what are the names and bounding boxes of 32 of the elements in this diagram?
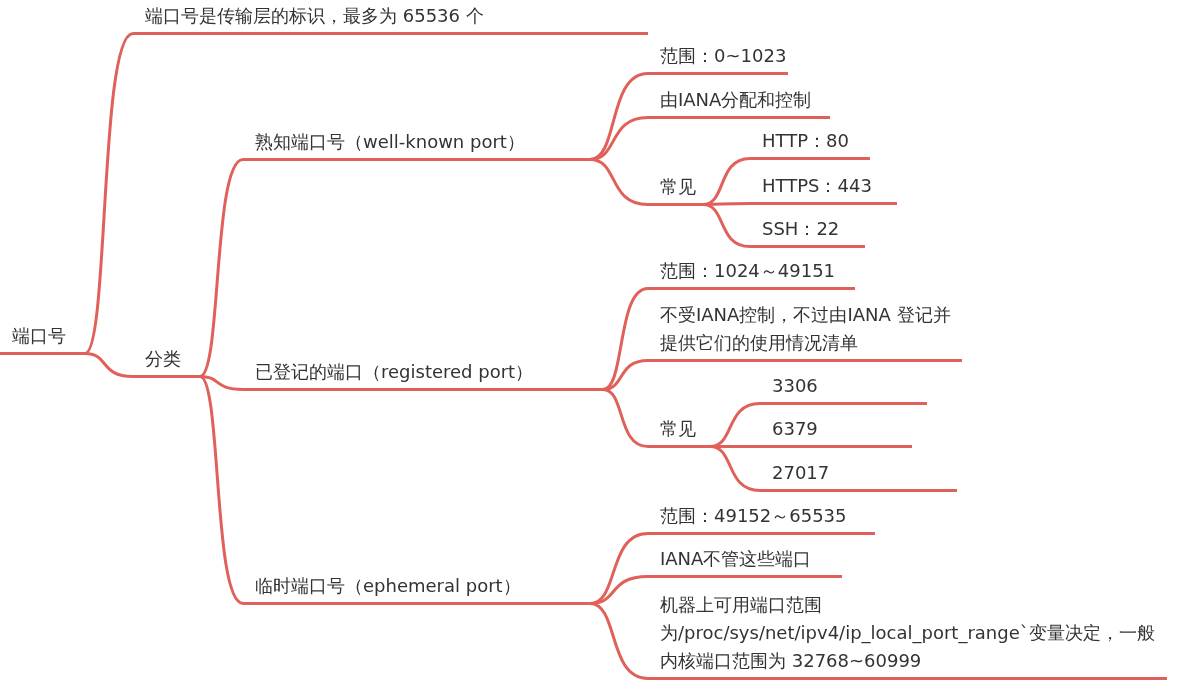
- connector: [83, 32, 134, 355]
- connector: [602, 287, 649, 391]
- connector: [602, 388, 649, 448]
- connector: [702, 203, 751, 248]
- connector: [84, 352, 134, 378]
- branch-topic: 范围：0~1023: [648, 42, 788, 75]
- branch-topic: SSH：22: [750, 215, 865, 248]
- branch-topic: HTTPS：443: [750, 172, 897, 205]
- branch-topic: 分类: [133, 345, 200, 378]
- branch-topic: 27017: [760, 459, 957, 492]
- branch-topic: 常见: [648, 173, 703, 206]
- branch-topic: 范围：1024～49151: [648, 257, 855, 290]
- branch-topic: IANA不管这些端口: [648, 545, 842, 578]
- branch-topic: 已登记的端口（registered port）: [243, 358, 603, 391]
- connector: [589, 158, 649, 206]
- branch-topic: HTTP：80: [750, 127, 870, 160]
- branch-topic: 临时端口号（ephemeral port）: [243, 572, 590, 605]
- root-topic: 端口号: [0, 322, 85, 355]
- connector: [198, 375, 244, 605]
- branch-topic: 范围：49152～65535: [648, 502, 875, 535]
- branch-topic: 机器上可用端口范围为/proc/sys/net/ipv4/ip_local_port_range`变量决定，一般内核端口范围为 32768~60999: [648, 591, 1167, 680]
- branch-topic: 不受IANA控制，不过由IANA 登记并提供它们的使用情况清单: [648, 301, 962, 362]
- connector: [199, 158, 244, 378]
- branch-topic: 常见: [648, 415, 710, 448]
- connector: [199, 375, 244, 391]
- connector: [709, 445, 761, 492]
- branch-topic: 熟知端口号（well-known port）: [243, 128, 590, 161]
- branch-topic: 3306: [760, 372, 927, 405]
- connector: [589, 602, 649, 680]
- branch-topic: 端口号是传输层的标识，最多为 65536 个: [133, 2, 648, 35]
- branch-topic: 6379: [760, 415, 912, 448]
- branch-topic: 由IANA分配和控制: [648, 86, 830, 119]
